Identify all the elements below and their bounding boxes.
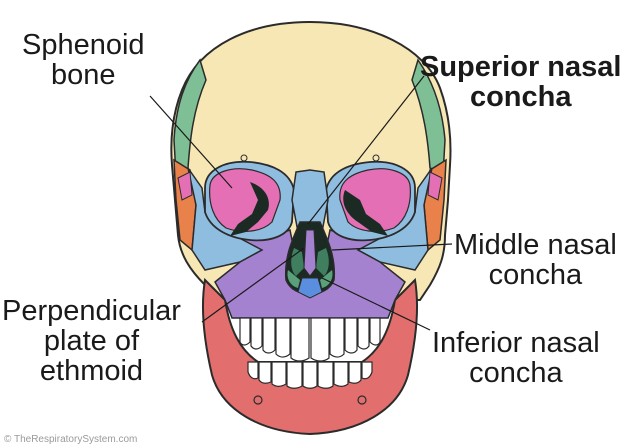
label-inferior-nasal-concha: Inferior nasal concha <box>432 328 600 388</box>
inferior-concha-left <box>287 270 300 288</box>
inferior-concha-right <box>320 270 333 288</box>
label-superior-nasal-concha: Superior nasal concha <box>420 52 621 112</box>
sphenoid-pink-right <box>427 171 443 201</box>
lower-teeth <box>247 361 373 389</box>
leader-superior-concha <box>307 75 425 225</box>
leader-perpendicular <box>201 247 305 323</box>
mental-foramen-left <box>253 395 263 405</box>
label-superior-nasal-concha-line2: concha <box>469 81 572 113</box>
label-middle-nasal-concha: Middle nasal concha <box>454 230 617 290</box>
orbit-right-fissure <box>343 190 388 236</box>
mental-foramen-right <box>357 395 367 405</box>
label-perpendicular-plate-line3: ethmoid <box>39 355 144 387</box>
label-inferior-nasal-concha-line1: Inferior nasal <box>432 327 600 359</box>
upper-teeth <box>239 317 381 362</box>
label-sphenoid-bone: Sphenoid bone <box>22 30 145 90</box>
leader-lines <box>149 75 453 331</box>
leader-middle-concha <box>331 243 453 251</box>
orbit-left-fissure <box>230 182 269 236</box>
label-perpendicular-plate-line2: plate of <box>43 325 140 357</box>
nasal-bone <box>291 169 329 233</box>
perpendicular-plate <box>303 229 317 277</box>
sphenoid-pink-left <box>177 171 193 201</box>
label-perpendicular-plate-line1: Perpendicular <box>2 295 181 327</box>
vomer <box>297 277 323 299</box>
label-sphenoid-bone-line2: bone <box>51 59 116 91</box>
leader-inferior-concha <box>321 277 431 331</box>
supraorbital-foramen-right <box>372 154 380 162</box>
leader-sphenoid <box>149 95 233 189</box>
supraorbital-foramen-left <box>240 154 248 162</box>
label-inferior-nasal-concha-line2: concha <box>469 357 563 389</box>
label-middle-nasal-concha-line1: Middle nasal <box>454 229 617 261</box>
label-perpendicular-plate: Perpendicular plate of ethmoid <box>2 296 181 386</box>
middle-concha-right <box>316 248 329 276</box>
label-superior-nasal-concha-line1: Superior nasal <box>420 51 622 83</box>
watermark: © TheRespiratorySystem.com <box>4 434 138 445</box>
label-sphenoid-bone-line1: Sphenoid <box>22 29 145 61</box>
label-middle-nasal-concha-line2: concha <box>488 259 583 291</box>
